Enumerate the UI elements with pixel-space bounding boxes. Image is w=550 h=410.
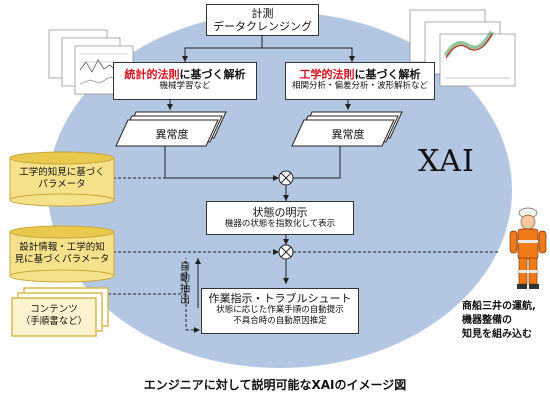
anomaly-label-right: 異常度 [331,128,365,141]
cylinder-1 [9,151,115,207]
statistical-title: 統計的法則に基づく解析 [114,68,256,81]
engineering-title-bold: 工学的法則 [299,68,355,81]
figure-caption: エンジニアに対して説明可能なXAIのイメージ図 [143,378,407,392]
engineer-note-line1: 商船三井の運航, [462,301,536,312]
cylinder-2 [9,225,115,283]
anomaly-stack-left [115,111,227,147]
anomaly-stack-right [291,111,403,147]
analysis-thumbnail-right [409,9,516,87]
statistical-analysis-box: 統計的法則に基づく解析 機械学習など [113,62,257,100]
xai-label: XAI [418,144,475,179]
engineering-title: 工学的法則に基づく解析 [286,68,434,81]
measurement-line1: 計測 [251,7,274,20]
engineer-note-line3: 知見を組み込む [462,329,532,340]
statistical-title-rest: に基づく解析 [179,68,246,81]
engineering-sub: 相関分析・偏差分析・波形解析など [291,81,428,91]
engineer-figure [509,207,547,289]
work-instruction-box: 作業指示・トラブルシュート 状態に応じた作業手順の自動提示 不具合時の自動原因推… [201,288,359,334]
measurement-line2: データクレンジング [213,20,312,33]
combine-circle-1 [278,170,294,186]
statistical-sub: 機械学習など [159,81,211,91]
statistical-title-bold: 統計的法則 [124,68,180,81]
work-title: 作業指示・トラブルシュート [208,292,352,305]
engineer-note-line2: 機器整備の [462,315,512,326]
work-sub1: 状態に応じた作業手順の自動提示 [216,305,344,315]
state-sub: 機器の状態を指数化して表示 [224,219,336,229]
combine-circle-2 [278,244,294,260]
auto-extract-label: 自動抽出 [180,262,190,306]
cylinder-2-text: 設計情報・工学的知 見に基づくパラメータ [14,242,110,265]
cylinder-1-text: 工学的知見に基づく パラメータ [19,167,105,190]
engineering-analysis-box: 工学的法則に基づく解析 相関分析・偏差分析・波形解析など [285,62,435,100]
state-box: 状態の明示 機器の状態を指数化して表示 [206,201,354,235]
contents-stack [11,287,109,337]
xai-ellipse [48,12,512,368]
contents-text: コンテンツ （手順書など） [20,304,88,327]
engineering-title-rest: に基づく解析 [354,68,421,81]
anomaly-label-left: 異常度 [155,128,189,141]
measurement-box: 計測 データクレンジング [206,4,319,36]
work-sub2: 不具合時の自動原因推定 [233,316,327,326]
engineer-note: 商船三井の運航, 機器整備の 知見を組み込む [462,300,536,342]
state-title: 状態の明示 [252,206,308,219]
